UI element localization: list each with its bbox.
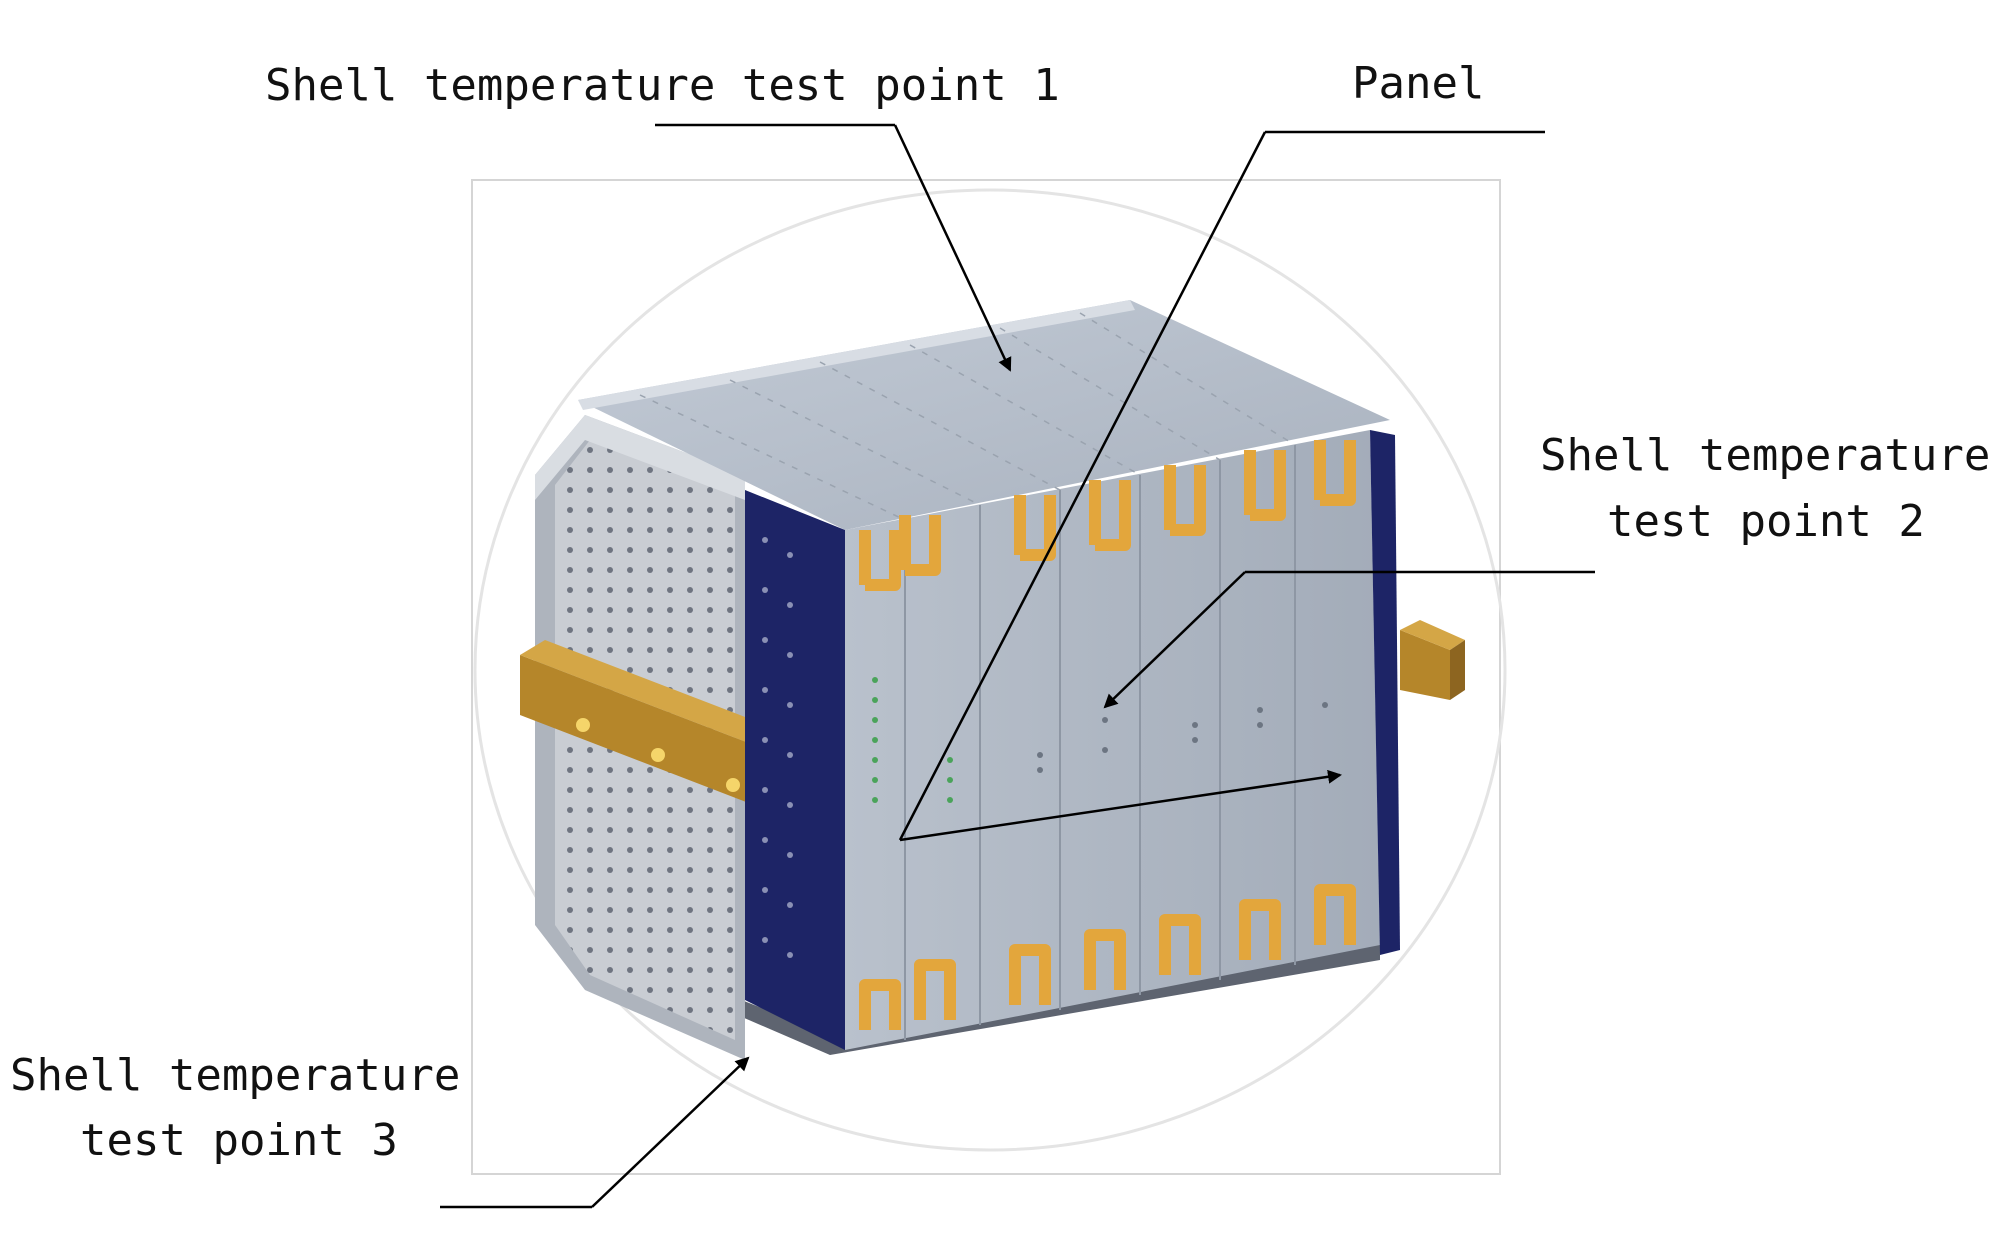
- left-navy-rail: [745, 490, 845, 1050]
- status-leds: [872, 677, 953, 803]
- chassis-top-edge: [578, 300, 1135, 410]
- leader-point-2-arrow: [1103, 571, 1246, 709]
- rail-rivets: [762, 537, 793, 958]
- label-shell-point-3-line1: Shell temperature: [10, 1050, 460, 1101]
- module-dividers: [904, 445, 1296, 1040]
- leader-panel-arrow: [899, 769, 1342, 842]
- label-shell-point-3-line2: test point 3: [80, 1115, 398, 1166]
- top-clips: [859, 440, 1356, 591]
- chassis-bottom: [560, 880, 1380, 1055]
- right-handle: [1400, 620, 1465, 700]
- background-circle: [473, 188, 1507, 1152]
- leader-lines: [440, 123, 1595, 1209]
- leader-point-1-arrow: [893, 124, 1012, 372]
- leader-panel-diagonal: [898, 131, 1267, 841]
- label-panel: Panel: [1352, 58, 1484, 109]
- bottom-clips: [859, 884, 1356, 1030]
- label-shell-point-2-line2: test point 2: [1607, 496, 1925, 547]
- chassis-top: [578, 300, 1390, 530]
- label-shell-point-2-line1: Shell temperature: [1540, 430, 1990, 481]
- top-seams: [639, 312, 1296, 521]
- right-navy-rail: [1370, 430, 1400, 955]
- label-shell-point-1: Shell temperature test point 1: [265, 60, 1060, 111]
- leader-point-3-arrow: [591, 1056, 750, 1208]
- front-panel-face: [845, 430, 1380, 1050]
- panel-ports: [1037, 702, 1328, 773]
